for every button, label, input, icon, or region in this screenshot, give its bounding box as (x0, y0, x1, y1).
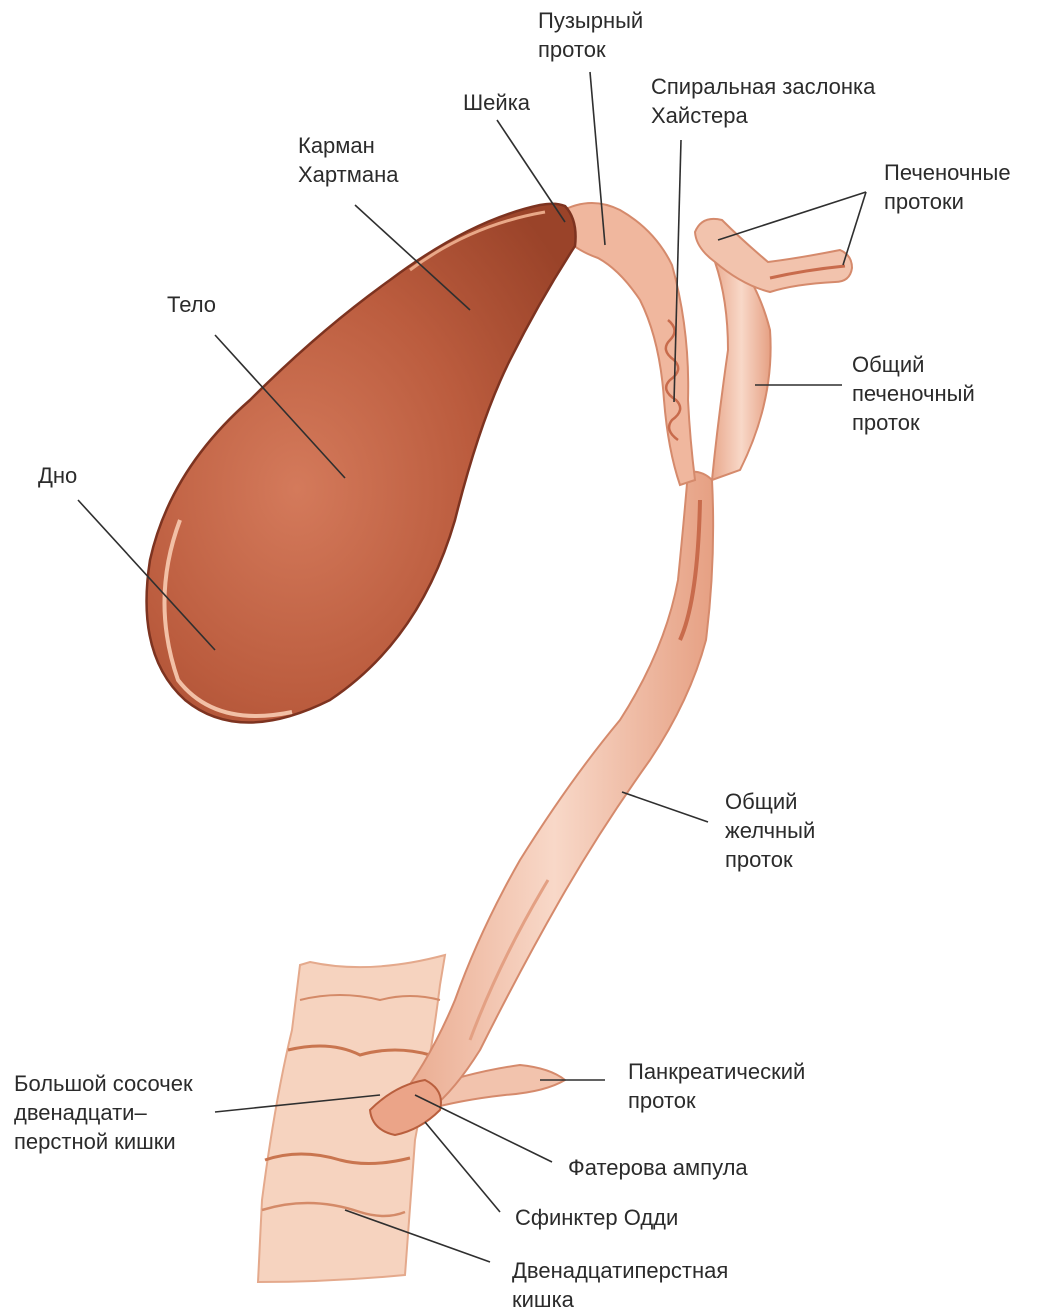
label-hartmann-pouch: Карман Хартмана (298, 131, 398, 189)
label-sphincter-oddi: Сфинктер Одди (515, 1203, 678, 1232)
leader-hepatic-ducts-2 (843, 192, 866, 265)
hepatic-ducts-shape (695, 219, 852, 292)
label-pancreatic-duct: Панкреатический проток (628, 1057, 805, 1115)
common-bile-duct-shape (395, 472, 713, 1110)
leader-oddi (425, 1122, 500, 1212)
label-common-hepatic-duct: Общий печеночный проток (852, 350, 975, 437)
label-neck: Шейка (463, 88, 530, 117)
label-ampulla-vater: Фатерова ампула (568, 1153, 748, 1182)
label-body: Тело (167, 290, 216, 319)
leader-hepatic-ducts-1 (718, 192, 866, 240)
label-cystic-duct: Пузырный проток (538, 6, 643, 64)
label-spiral-valve: Спиральная заслонка Хайстера (651, 72, 875, 130)
label-hepatic-ducts: Печеночные протоки (884, 158, 1011, 216)
label-duodenum: Двенадцатиперстная кишка (512, 1256, 728, 1314)
label-common-bile-duct: Общий желчный проток (725, 787, 815, 874)
label-major-papilla: Большой сосочек двенадцати– перстной киш… (14, 1069, 193, 1156)
leader-ampulla (415, 1095, 552, 1162)
leader-common-bile (622, 792, 708, 822)
label-fundus: Дно (38, 461, 77, 490)
